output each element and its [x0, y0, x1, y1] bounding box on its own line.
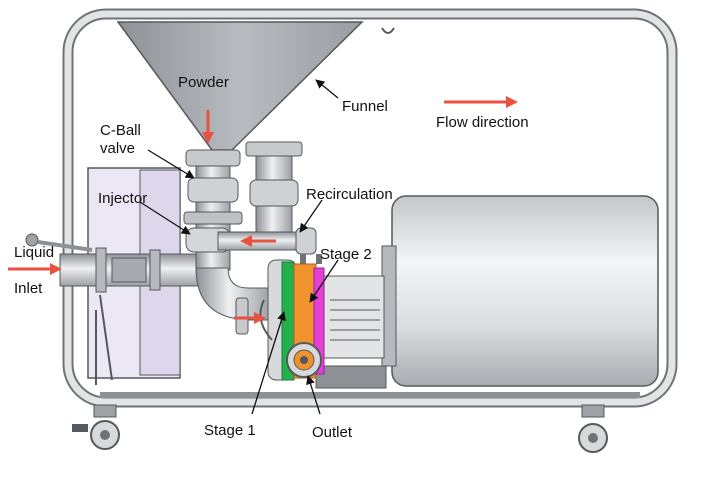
liquid-label: Liquid: [14, 244, 55, 261]
funnel: [116, 21, 395, 151]
stage-1-leader: [251, 311, 286, 415]
funnel-leader: [315, 79, 339, 99]
funnel-label: Funnel: [342, 98, 388, 115]
motor: [315, 195, 659, 389]
caster-left: [72, 404, 120, 450]
outlet-leader: [306, 375, 321, 415]
stage-2-leader: [309, 259, 339, 303]
injector-label: Injector: [98, 190, 148, 207]
recirculation-leader: [299, 199, 323, 233]
frame: [62, 8, 678, 408]
liquid-flow-arrow: [8, 263, 62, 275]
injector-leader: [139, 201, 191, 235]
inlet-pipe: [59, 247, 201, 293]
caster-right: [578, 404, 608, 453]
stage-1-label: Stage 1: [204, 422, 256, 439]
flow-direction-label: Flow direction: [436, 114, 529, 131]
leader-arrows: [139, 79, 339, 415]
powder-flow-arrow: [202, 110, 214, 144]
recirculation-flow-arrow: [240, 235, 276, 247]
stage-2-label: Stage 2: [320, 246, 372, 263]
c-ball-valve-leader: [147, 149, 195, 179]
recirculation-label: Recirculation: [306, 186, 393, 203]
injector-pipe: [183, 149, 271, 335]
outlet-label: Outlet: [312, 424, 353, 441]
injector-flow-arrow: [234, 312, 266, 324]
inlet-label: Inlet: [14, 280, 43, 297]
c-ball-valve-label-line2: valve: [100, 140, 136, 157]
powder-label: Powder: [178, 74, 229, 91]
outlet-flange: [286, 342, 322, 378]
flow-arrows: [8, 96, 518, 324]
c-ball-valve-label-line1: C-Ball: [100, 122, 141, 139]
flow-direction-arrow: [444, 96, 518, 108]
